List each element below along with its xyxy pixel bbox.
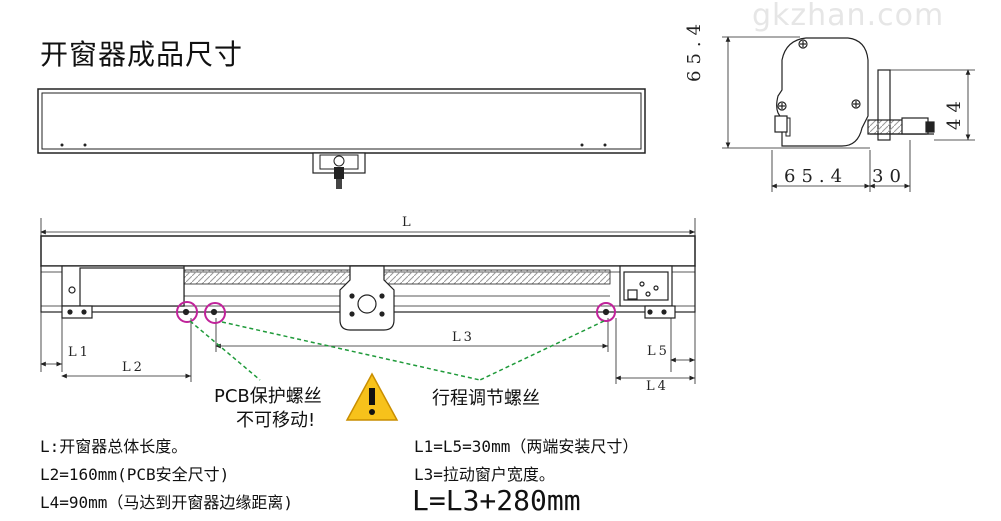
dim-L4: L4 [646,379,669,394]
callout-leaders [189,320,605,381]
length-formula: L=L3+280mm [412,484,581,517]
warning-icon [345,372,399,421]
dim-L: L [402,215,411,230]
bracket-width-label: 30 [872,166,907,187]
side-width-label: 65.4 [784,166,849,187]
note-L4: L4=90mm（马达到开窗器边缘距离) [40,493,294,512]
side-height-label: 65.4 [684,17,705,82]
watermark: gkzhan.com [752,0,945,33]
front-view [40,218,696,384]
page-title: 开窗器成品尺寸 [40,38,244,71]
dim-L5: L5 [647,344,670,359]
side-partial-height-label: 44 [944,95,965,130]
bracket-top [312,152,366,189]
pcb-screw-callout-line1: PCB保护螺丝 [214,386,322,407]
note-L: L:开窗器总体长度。 [40,437,188,456]
pcb-screw-markers [176,301,616,324]
note-L3: L3=拉动窗户宽度。 [414,465,555,484]
note-L1-L5: L1=L5=30mm（两端安装尺寸） [414,437,639,456]
note-L2: L2=160mm(PCB安全尺寸) [40,465,230,484]
travel-screw-callout: 行程调节螺丝 [432,388,540,409]
pcb-screw-callout-line2: 不可移动! [236,410,316,431]
dim-L2: L2 [122,360,145,375]
dim-L1: L1 [68,345,91,360]
side-view [722,36,975,192]
top-view-opener [37,88,646,154]
dim-L3: L3 [452,330,475,345]
